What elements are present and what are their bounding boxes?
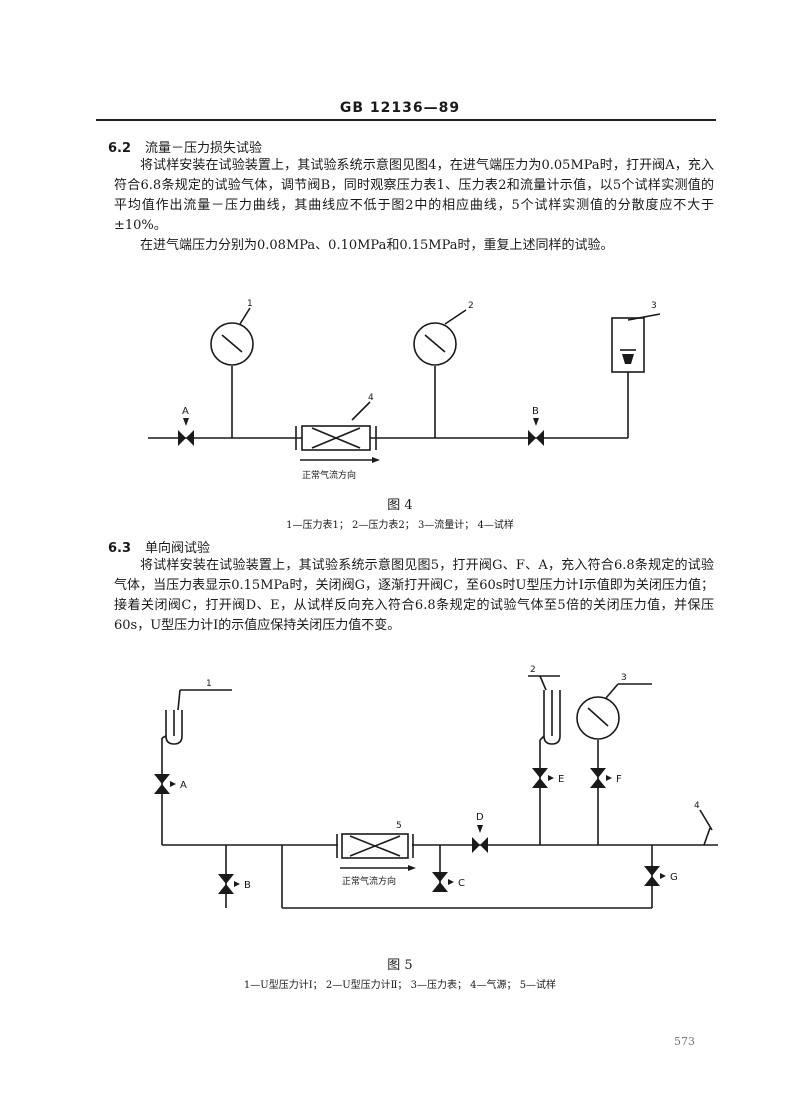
valve-c-icon xyxy=(432,872,448,882)
label-valve-f: F xyxy=(616,774,622,785)
valve-a-icon xyxy=(154,774,170,784)
flow-direction-label: 正常气流方向 xyxy=(342,875,396,887)
section-title: 流量－压力损失试验 xyxy=(145,141,263,156)
flowmeter-tube xyxy=(611,317,645,373)
figure-4-legend: 1—压力表1； 2—压力表2； 3—流量计； 4—试样 xyxy=(286,520,514,531)
valve-g-icon xyxy=(644,866,660,876)
figure-5-caption: 图 5 xyxy=(387,958,413,973)
flow-direction-label: 正常气流方向 xyxy=(302,469,356,481)
section-6-2-body: 将试样安装在试验装置上，其试验系统示意图见图4，在进气端压力为0.05MPa时，… xyxy=(114,156,714,256)
paragraph: 将试样安装在试验装置上，其试验系统示意图见图5，打开阀G、F、A，充入符合6.8… xyxy=(114,558,714,633)
label-valve-b: B xyxy=(244,880,251,891)
label-gauge-3: 3 xyxy=(621,673,627,683)
valve-a-icon xyxy=(178,430,186,446)
label-sample: 4 xyxy=(368,393,374,403)
section-number: 6.3 xyxy=(108,541,132,556)
flowmeter-float-icon xyxy=(622,354,634,364)
section-6-3-body: 将试样安装在试验装置上，其试验系统示意图见图5，打开阀G、F、A，充入符合6.8… xyxy=(114,556,714,636)
page-number: 573 xyxy=(674,1035,695,1048)
label-flowmeter: 3 xyxy=(651,301,657,311)
label-valve-a: A xyxy=(182,406,189,417)
sample-box xyxy=(301,425,371,451)
pressure-gauge-3 xyxy=(576,696,620,740)
pressure-gauge-1 xyxy=(210,322,254,366)
label-valve-d: D xyxy=(476,812,484,823)
label-source: 4 xyxy=(694,801,700,811)
figure-5-diagram: 1 2 3 4 5 A B C D E F G 正常气流方向 xyxy=(154,665,718,909)
valve-e-icon xyxy=(532,768,548,778)
label-valve-e: E xyxy=(558,774,564,785)
label-valve-c: C xyxy=(458,878,465,889)
paragraph: 在进气端压力分别为0.08MPa、0.10MPa和0.15MPa时，重复上述同样… xyxy=(140,238,614,253)
label-valve-a: A xyxy=(180,780,187,791)
valve-d-icon xyxy=(472,837,480,853)
figure-4-caption: 图 4 xyxy=(387,498,413,513)
valve-b-icon xyxy=(528,430,536,446)
paragraph: 将试样安装在试验装置上，其试验系统示意图见图4，在进气端压力为0.05MPa时，… xyxy=(114,158,714,233)
label-manometer-1: 1 xyxy=(206,679,212,689)
label-manometer-2: 2 xyxy=(530,665,536,675)
section-6-3-heading: 6.3 单向阀试验 xyxy=(108,537,210,556)
pressure-gauge-2 xyxy=(413,322,457,366)
label-valve-g: G xyxy=(670,872,678,883)
label-sample: 5 xyxy=(396,821,402,831)
figure-4-diagram: 1 2 3 4 A B 正常气流方向 xyxy=(148,299,661,481)
section-number: 6.2 xyxy=(108,141,132,156)
label-valve-b: B xyxy=(532,406,539,417)
standard-header: GB 12136—89 xyxy=(339,100,461,116)
label-gauge-1: 1 xyxy=(247,299,253,309)
u-manometer-1 xyxy=(165,710,183,745)
label-gauge-2: 2 xyxy=(468,301,474,311)
valve-f-icon xyxy=(590,768,606,778)
section-6-2-heading: 6.2 流量－压力损失试验 xyxy=(108,137,262,156)
valve-b-icon xyxy=(218,874,234,884)
u-manometer-2 xyxy=(543,690,561,745)
sample-box xyxy=(341,833,409,859)
figure-5-legend: 1—U型压力计Ⅰ； 2—U型压力计Ⅱ； 3—压力表； 4—气源； 5—试样 xyxy=(243,980,557,991)
header-rule xyxy=(96,119,716,121)
section-title: 单向阀试验 xyxy=(145,541,211,556)
